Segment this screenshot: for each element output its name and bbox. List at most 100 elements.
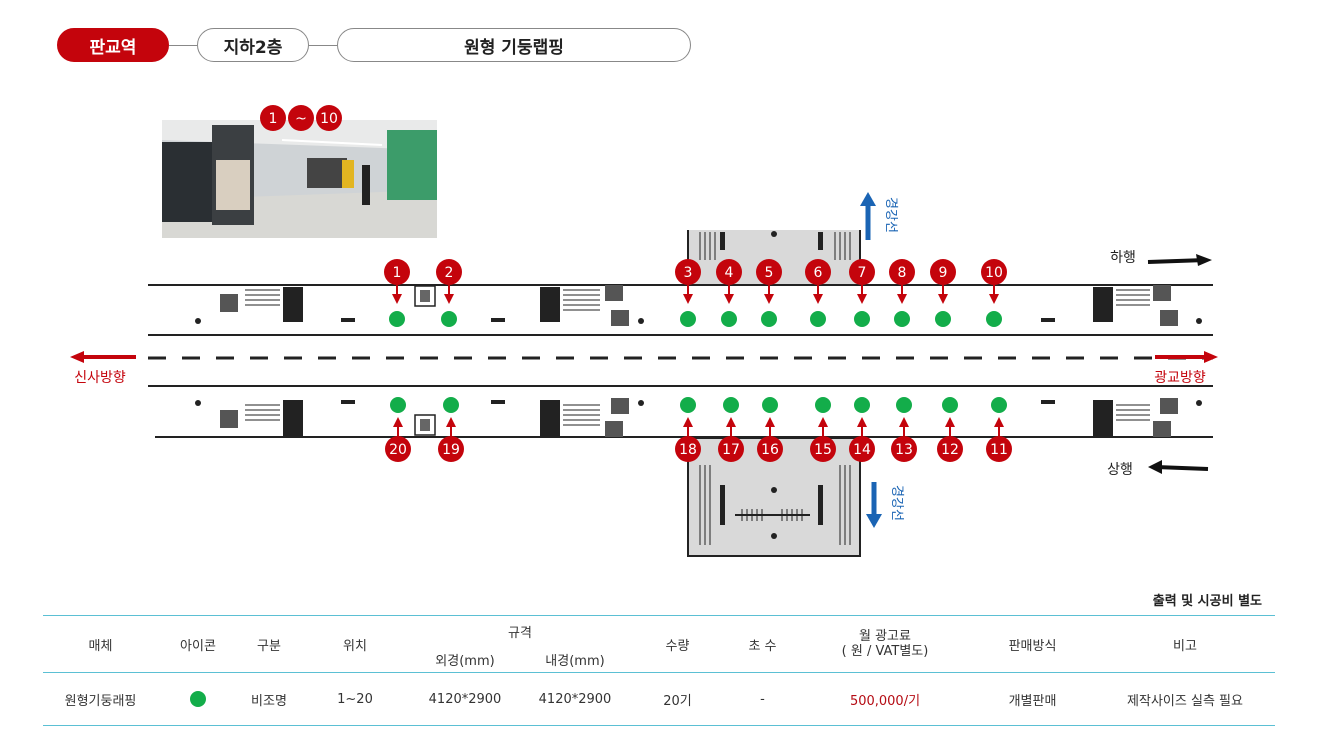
cost-note: 출력 및 시공비 별도 bbox=[1152, 594, 1262, 609]
pin-arrow-icon bbox=[765, 417, 775, 427]
header-media: 매체 bbox=[88, 638, 113, 654]
pin-marker-icon bbox=[849, 259, 875, 285]
pin-arrow-icon bbox=[724, 294, 734, 304]
map-pin[interactable]: 2 bbox=[436, 259, 462, 304]
map-pin[interactable]: 7 bbox=[849, 259, 875, 304]
column-dot-icon bbox=[723, 397, 739, 413]
map-pin[interactable]: 4 bbox=[716, 259, 742, 304]
pin-marker-icon bbox=[288, 105, 314, 131]
header-icon: 아이콘 bbox=[180, 638, 216, 654]
pin-marker-icon bbox=[716, 259, 742, 285]
direction-right-label: 광교방향 bbox=[1154, 370, 1206, 386]
pin-label: 4 bbox=[725, 265, 734, 281]
map-pin[interactable]: 10 bbox=[316, 105, 342, 131]
breadcrumb-station[interactable]: 판교역 bbox=[57, 28, 169, 62]
map-pin[interactable]: 19 bbox=[438, 417, 464, 462]
map-pin[interactable]: 9 bbox=[930, 259, 956, 304]
pin-label: 9 bbox=[939, 265, 948, 281]
pin-arrow-icon bbox=[818, 417, 828, 427]
map-pin[interactable]: 15 bbox=[810, 417, 836, 462]
pin-marker-icon bbox=[260, 105, 286, 131]
pin-label: 3 bbox=[684, 265, 693, 281]
cell-outer: 4120*2900 bbox=[428, 691, 502, 707]
transfer-up-arrow-icon bbox=[860, 192, 876, 240]
map-pin[interactable]: 10 bbox=[981, 259, 1007, 304]
direction-left-label: 신사방향 bbox=[74, 370, 126, 386]
map-pin[interactable]: 14 bbox=[849, 417, 875, 462]
transfer-bottom-label: 경강선 bbox=[889, 485, 904, 521]
pin-label: 20 bbox=[389, 442, 407, 458]
transfer-down-arrow-icon bbox=[866, 482, 882, 528]
breadcrumb-station-label: 판교역 bbox=[89, 37, 137, 58]
column-dot-icon bbox=[942, 397, 958, 413]
header-type: 구분 bbox=[257, 638, 281, 654]
pin-marker-icon bbox=[889, 259, 915, 285]
pin-marker-icon bbox=[986, 436, 1012, 462]
pin-label: 17 bbox=[722, 442, 740, 458]
column-dot-icon bbox=[680, 311, 696, 327]
pin-arrow-icon bbox=[938, 294, 948, 304]
map-pin[interactable]: 17 bbox=[718, 417, 744, 462]
map-pin[interactable]: 16 bbox=[757, 417, 783, 462]
pin-label: 10 bbox=[985, 265, 1003, 281]
cell-location: 1~20 bbox=[337, 691, 373, 707]
map-pin[interactable]: 5 bbox=[756, 259, 782, 304]
header-location: 위치 bbox=[343, 638, 367, 654]
pin-label: 15 bbox=[814, 442, 832, 458]
header-faces: 초 수 bbox=[748, 638, 777, 654]
map-pin[interactable]: 1 bbox=[384, 259, 410, 304]
column-dot-icon bbox=[896, 397, 912, 413]
column-dot-icon bbox=[991, 397, 1007, 413]
pin-label: 7 bbox=[858, 265, 867, 281]
breadcrumb-media-label: 원형 기둥랩핑 bbox=[464, 37, 564, 58]
arrow-right-icon bbox=[1155, 351, 1218, 363]
arrow-left-icon bbox=[70, 351, 136, 363]
map-pin[interactable]: 12 bbox=[937, 417, 963, 462]
header-outer: 외경(mm) bbox=[435, 653, 495, 669]
map-pin[interactable]: 20 bbox=[385, 417, 411, 462]
map-pin[interactable]: 11 bbox=[986, 417, 1012, 462]
pin-label: 18 bbox=[679, 442, 697, 458]
pin-marker-icon bbox=[385, 436, 411, 462]
cell-inner: 4120*2900 bbox=[538, 691, 612, 707]
table-row: 원형기둥래핑 비조명 1~20 4120*2900 4120*2900 20기 … bbox=[43, 673, 1275, 726]
pin-marker-icon bbox=[438, 436, 464, 462]
map-pin[interactable]: 3 bbox=[675, 259, 701, 304]
cell-media: 원형기둥래핑 bbox=[64, 693, 137, 709]
map-pin[interactable]: ~ bbox=[288, 105, 314, 131]
breadcrumb-floor-label: 지하2층 bbox=[223, 37, 283, 58]
cell-type: 비조명 bbox=[251, 693, 287, 709]
map-pin[interactable]: 8 bbox=[889, 259, 915, 304]
map-pin[interactable]: 6 bbox=[805, 259, 831, 304]
line-down-label: 하행 bbox=[1110, 250, 1136, 266]
column-dot-icon bbox=[443, 397, 459, 413]
pin-arrow-icon bbox=[813, 294, 823, 304]
pin-label: 19 bbox=[442, 442, 460, 458]
spec-table: 매체 아이콘 구분 위치 규격 수량 초 수 월 광고료 ( 원 / VAT별도… bbox=[43, 615, 1275, 726]
pin-arrow-icon bbox=[393, 417, 403, 427]
pin-label: 8 bbox=[898, 265, 907, 281]
column-dot-icon bbox=[894, 311, 910, 327]
pin-arrow-icon bbox=[446, 417, 456, 427]
pin-label: 6 bbox=[814, 265, 823, 281]
pin-arrow-icon bbox=[764, 294, 774, 304]
column-dot-icon bbox=[854, 397, 870, 413]
map-pin[interactable]: 13 bbox=[891, 417, 917, 462]
pin-label: 2 bbox=[445, 265, 454, 281]
map-pin[interactable]: 18 bbox=[675, 417, 701, 462]
transfer-top-label: 경강선 bbox=[883, 197, 898, 233]
breadcrumb-media[interactable]: 원형 기둥랩핑 bbox=[337, 28, 691, 62]
column-dot-icon bbox=[854, 311, 870, 327]
column-dot-icon bbox=[721, 311, 737, 327]
pin-label: 16 bbox=[761, 442, 779, 458]
pin-marker-icon bbox=[436, 259, 462, 285]
cell-faces: - bbox=[760, 691, 765, 707]
pin-arrow-icon bbox=[683, 294, 693, 304]
pin-label: 12 bbox=[941, 442, 959, 458]
column-dot-icon bbox=[986, 311, 1002, 327]
map-pin[interactable]: 1 bbox=[260, 105, 286, 131]
pin-arrow-icon bbox=[897, 294, 907, 304]
breadcrumb-floor[interactable]: 지하2층 bbox=[197, 28, 309, 62]
pin-marker-icon bbox=[718, 436, 744, 462]
